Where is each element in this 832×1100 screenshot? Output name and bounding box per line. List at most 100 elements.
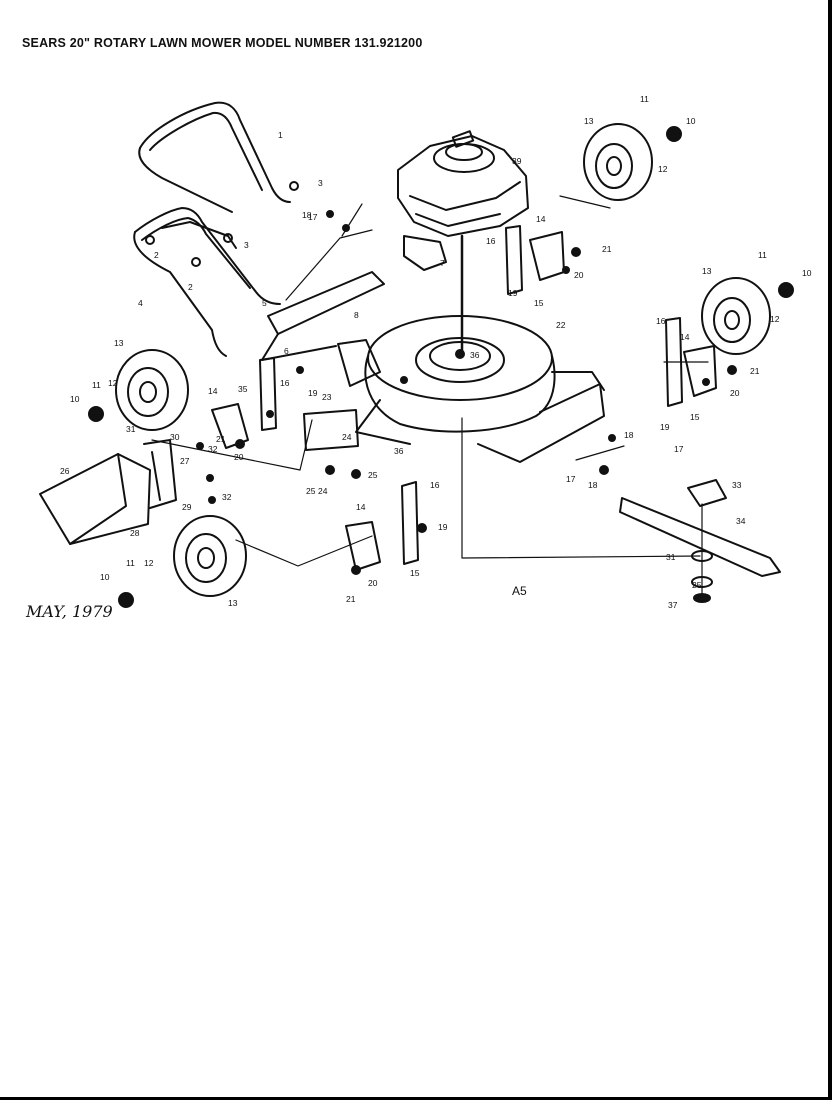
callout: 2 (154, 250, 159, 260)
callout: 37 (668, 600, 678, 610)
wheel-front-right (701, 277, 794, 355)
callout: 12 (144, 558, 154, 568)
callout: 2 (188, 282, 193, 292)
callout: 13 (114, 338, 124, 348)
callout: 17 (674, 444, 684, 454)
callout: 13 (228, 598, 238, 608)
callout: 14 (536, 214, 546, 224)
callout: 14 (680, 332, 690, 342)
callout: 20 (730, 388, 740, 398)
callout: 31 (126, 424, 136, 434)
callout: 30 (170, 432, 180, 442)
callout: 11 (92, 380, 101, 390)
callout: 14 (356, 502, 366, 512)
page-reference-code: A5 (512, 584, 527, 598)
wheel-rear-right (583, 123, 682, 201)
hardware-bolts (196, 210, 737, 575)
callout: 19 (438, 522, 448, 532)
callout: 20 (234, 452, 244, 462)
callout: 13 (702, 266, 712, 276)
wheel-front-left (118, 515, 247, 608)
callout: 21 (216, 434, 226, 444)
callout: 11 (758, 250, 767, 260)
callout: 10 (100, 572, 110, 582)
callout: 11 (126, 558, 135, 568)
callout: 12 (770, 314, 780, 324)
callout: 35 (238, 384, 248, 394)
callout: 32 (222, 492, 232, 502)
callout: 32 (208, 444, 218, 454)
callout: 27 (180, 456, 190, 466)
callout: 16 (656, 316, 666, 326)
scan-border-bottom (0, 1097, 832, 1100)
callout: 21 (346, 594, 356, 604)
callout: 8 (354, 310, 359, 320)
callout: 6 (284, 346, 289, 356)
callout: 1 (278, 130, 283, 140)
callout: 33 (732, 480, 742, 490)
blade-assembly (619, 479, 781, 603)
callout: 19 (508, 288, 518, 298)
diagram-title: SEARS 20" ROTARY LAWN MOWER MODEL NUMBER… (22, 36, 423, 50)
callout: 3 (318, 178, 323, 188)
callout: 14 (208, 386, 218, 396)
engine (397, 130, 529, 358)
wheel-rear-left (88, 349, 189, 431)
callout: 19 (660, 422, 670, 432)
callout: 29 (182, 502, 192, 512)
callout-labels: 1 2 2 3 3 4 5 6 7 8 10 10 10 10 11 11 11… (60, 94, 812, 610)
handle-brace (145, 181, 299, 267)
grass-catcher-bag (39, 439, 177, 545)
callout: 15 (410, 568, 420, 578)
callout: 13 (584, 116, 594, 126)
callout: 21 (602, 244, 612, 254)
callout: 4 (138, 298, 143, 308)
scan-border-right (828, 0, 832, 1100)
callout: 18 (588, 480, 598, 490)
callout: 3 (244, 240, 249, 250)
callout: 20 (368, 578, 378, 588)
callout: 24 (318, 486, 328, 496)
callout: 7 (440, 258, 445, 268)
callout: 5 (262, 298, 267, 308)
callout: 36 (394, 446, 404, 456)
callout: 24 (342, 432, 352, 442)
callout: 25 (306, 486, 316, 496)
callout: 16 (280, 378, 290, 388)
leader-lines (151, 195, 709, 567)
callout: 31 (666, 552, 676, 562)
callout: 16 (430, 480, 440, 490)
callout: 36 (470, 350, 480, 360)
callout: 25 (692, 580, 702, 590)
callout: 26 (60, 466, 70, 476)
callout: 18 (302, 210, 312, 220)
callout: 22 (556, 320, 566, 330)
handle-lower (133, 207, 281, 357)
callout: 12 (658, 164, 668, 174)
callout: 10 (802, 268, 812, 278)
callout: 21 (750, 366, 760, 376)
mower-deck (355, 315, 605, 463)
callout: 12 (108, 378, 118, 388)
callout: 10 (686, 116, 696, 126)
handle-upper (138, 101, 291, 213)
callout: 34 (736, 516, 746, 526)
callout: 19 (308, 388, 318, 398)
callout: 10 (70, 394, 80, 404)
callout: 17 (308, 212, 318, 222)
callout: 39 (512, 156, 522, 166)
callout: 15 (690, 412, 700, 422)
callout: 18 (624, 430, 634, 440)
height-adjuster-brackets (211, 225, 717, 571)
callout: 28 (130, 528, 140, 538)
callout: 23 (322, 392, 332, 402)
callout: 20 (574, 270, 584, 280)
callout: 15 (534, 298, 544, 308)
callout: 16 (486, 236, 496, 246)
callout: 11 (640, 94, 649, 104)
callout: 17 (566, 474, 576, 484)
handwritten-date: MAY, 1979 (26, 602, 113, 621)
callout: 25 (368, 470, 378, 480)
